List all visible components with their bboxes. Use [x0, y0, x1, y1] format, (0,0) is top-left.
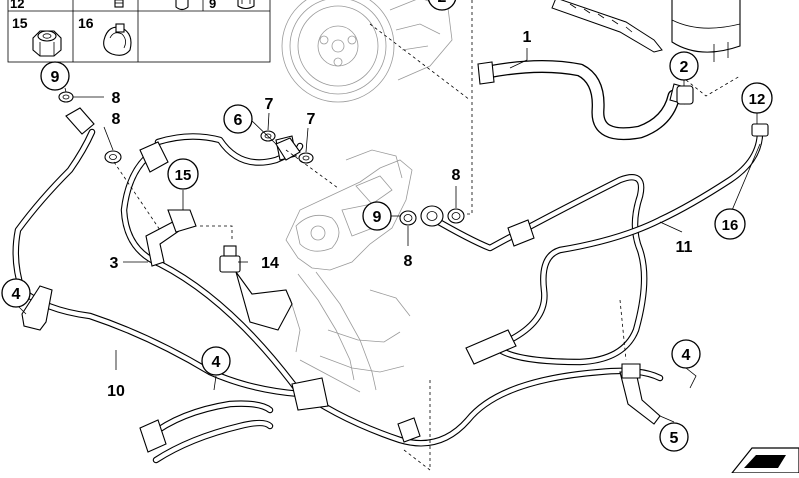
callout-2-top-label: 2: [438, 0, 447, 6]
callout-7-b: 7: [307, 111, 316, 128]
legend-cell-16: 16: [78, 15, 94, 31]
callout-14-label: 14: [261, 255, 279, 272]
callout-4-mid: 4: [201, 346, 231, 376]
callout-9-top-label: 9: [51, 69, 60, 86]
callout-9-mid: 9: [362, 201, 392, 231]
cable-tie-strap: [551, 0, 663, 53]
callout-12-label: 12: [749, 91, 766, 108]
legend-table: 12 9 15 16: [7, 0, 271, 63]
callout-8-c-label: 8: [452, 167, 461, 184]
callout-15: 15: [167, 158, 199, 190]
seal-ring-part-8-left: [104, 150, 122, 164]
callout-6-label: 6: [234, 112, 243, 129]
callout-4-right-label: 4: [682, 347, 691, 364]
callout-9-mid-label: 9: [373, 209, 382, 226]
bolt-part-icon: [114, 0, 124, 8]
callout-5-label: 5: [670, 430, 679, 447]
corner-symbol-icon: [730, 447, 799, 474]
callout-4-mid-label: 4: [212, 354, 221, 371]
fluid-reservoir: [671, 0, 741, 62]
callout-15-label: 15: [175, 167, 192, 184]
callout-8-d: 8: [404, 253, 413, 270]
seal-ring-part-8-right: [447, 208, 465, 224]
callout-10-label: 10: [107, 383, 125, 400]
seal-ring-part-7-b: [298, 152, 314, 164]
callout-16-label: 16: [722, 217, 739, 234]
callout-2-top: 2: [427, 0, 457, 11]
callout-9-top: 9: [40, 61, 70, 91]
callout-4-left: 4: [1, 278, 31, 308]
callout-8-b-label: 8: [112, 111, 121, 128]
callout-3-label: 3: [110, 255, 119, 272]
callout-6: 6: [223, 104, 253, 134]
callout-14: 14: [261, 255, 279, 272]
hose-end-part-2: [676, 85, 694, 105]
callout-16: 16: [714, 208, 746, 240]
seal-ring-part-8-top: [58, 91, 74, 103]
callout-3: 3: [110, 255, 119, 272]
callout-10: 10: [107, 383, 125, 400]
callout-8-d-label: 8: [404, 253, 413, 270]
callout-4-right: 4: [671, 339, 701, 369]
clip-part-right-lower: [397, 417, 421, 443]
callout-11: 11: [676, 239, 693, 256]
legend-cell-15: 15: [12, 15, 28, 31]
pressure-switch-part-14: [219, 245, 293, 331]
legend-cell-12: 12: [10, 0, 24, 11]
callout-12: 12: [741, 82, 773, 114]
clip-part-icon: [237, 0, 255, 10]
return-line-part-11: [428, 123, 769, 366]
callout-5: 5: [659, 422, 689, 452]
callout-7-a-label: 7: [265, 96, 274, 113]
callout-2-label: 2: [680, 59, 689, 76]
banjo-fitting-part: [420, 205, 444, 227]
callout-7-a: 7: [265, 96, 274, 113]
callout-7-b-label: 7: [307, 111, 316, 128]
bracket-part-4-right: [619, 363, 661, 425]
suction-hose-part-1: [477, 59, 689, 141]
callout-2: 2: [669, 51, 699, 81]
callout-8-a-label: 8: [112, 90, 121, 107]
legend-cell-9: 9: [209, 0, 216, 11]
callout-1: 1: [523, 29, 532, 46]
callout-1-label: 1: [523, 29, 532, 46]
callout-8-c: 8: [452, 167, 461, 184]
union-fitting-part-6: [275, 137, 301, 161]
hose-clamp-part-icon: [103, 23, 132, 56]
power-steering-pump-ghost: [281, 0, 453, 103]
cap-part-icon: [175, 0, 189, 11]
reference-dash-lines: [113, 0, 741, 471]
seal-ring-part-8-mid: [399, 210, 417, 226]
callout-11-label: 11: [676, 239, 693, 256]
callout-8-a: 8: [112, 90, 121, 107]
leader-lines: [17, 48, 761, 423]
bracket-part-4-left: [21, 285, 53, 331]
nut-part-icon: [32, 30, 62, 57]
callout-8-b: 8: [112, 111, 121, 128]
callout-4-left-label: 4: [12, 286, 21, 303]
steering-gear-ghost: [285, 149, 413, 393]
